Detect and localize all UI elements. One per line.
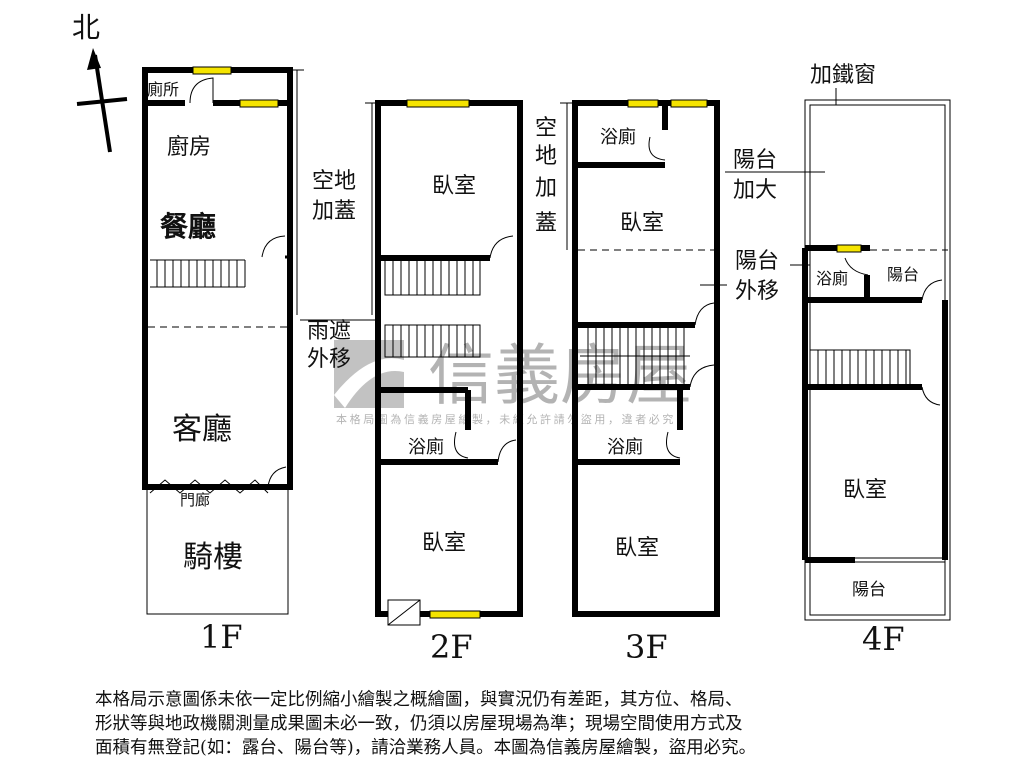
- watermark-notice: 本格局圖為信義房屋繪製，未經允許請勿盜用，違者必究: [336, 412, 676, 426]
- note-3f-annex-0: 空: [535, 116, 557, 141]
- note-2f-canopy-2: 外移: [307, 347, 351, 372]
- note-2f-annex-2: 加蓋: [312, 199, 356, 224]
- watermark-brand: 信義房屋: [428, 337, 692, 414]
- room-1f-living: 客廳: [172, 412, 232, 447]
- box-symbol-icon: [387, 599, 421, 626]
- note-4f-iron-window: 加鐵窗: [810, 63, 876, 88]
- floor-label-3f: 3F: [625, 628, 668, 666]
- disclaimer-line: 本格局示意圖係未依一定比例縮小繪製之概繪圖，與實況仍有差距，其方位、格局、: [95, 690, 743, 710]
- stairs-4f: [810, 349, 911, 385]
- windows-4f: [836, 244, 862, 253]
- note-4f-balcony-ext-2: 加大: [733, 178, 777, 203]
- note-2f-annex-1: 空地: [312, 169, 356, 194]
- note-3f-annex-2: 加: [535, 176, 557, 201]
- room-2f-bedroom-top: 臥室: [432, 174, 476, 199]
- room-1f-dining: 餐廳: [160, 210, 216, 243]
- windows-1f: [192, 66, 279, 108]
- floor-label-4f: 4F: [862, 620, 905, 658]
- note-2f-canopy-1: 雨遮: [307, 319, 351, 344]
- windows-3f: [627, 99, 708, 108]
- room-2f-bedroom-bottom: 臥室: [422, 531, 466, 556]
- stairs-3f: [580, 325, 690, 387]
- room-3f-bath: 浴廁: [607, 436, 643, 458]
- watermark-logo-icon: [334, 340, 404, 408]
- north-label: 北: [72, 11, 100, 44]
- room-4f-bath: 浴廁: [816, 269, 848, 288]
- floor-label-2f: 2F: [430, 628, 473, 666]
- room-1f-kitchen: 廚房: [167, 135, 211, 160]
- note-3f-balcony-1: 陽台: [735, 249, 779, 274]
- floor-label-1f: 1F: [200, 618, 243, 656]
- room-4f-balcony-small: 陽台: [887, 265, 919, 284]
- stairs-1f: [156, 260, 238, 287]
- room-3f-bedroom-top: 臥室: [620, 211, 664, 236]
- room-4f-bedroom: 臥室: [843, 478, 887, 503]
- north-arrow-icon: [76, 48, 128, 153]
- room-1f-porch: 門廊: [180, 491, 210, 509]
- disclaimer: 本格局示意圖係未依一定比例縮小繪製之概繪圖，與實況仍有差距，其方位、格局、 形狀…: [95, 688, 955, 760]
- note-3f-annex-3: 蓋: [535, 211, 557, 236]
- disclaimer-line: 面積有無登記(如：露台、陽台等)，請洽業務人員。本圖為信義房屋繪製，盜用必究。: [95, 738, 757, 758]
- room-3f-bath-top: 浴廁: [600, 126, 636, 148]
- stairs-2f: [384, 257, 481, 358]
- note-3f-balcony-2: 外移: [735, 279, 779, 304]
- room-2f-bath: 浴廁: [408, 436, 444, 458]
- disclaimer-line: 形狀等與地政機關測量成果圖未必一致，仍須以房屋現場為準；現場空間使用方式及: [95, 714, 743, 734]
- floor-4f: [725, 88, 951, 621]
- windows-2f: [406, 99, 481, 619]
- room-3f-bedroom-bottom: 臥室: [615, 536, 659, 561]
- watermark: 信義房屋 本格局圖為信義房屋繪製，未經允許請勿盜用，違者必究: [334, 337, 692, 426]
- note-3f-annex-1: 地: [535, 144, 557, 169]
- room-1f-toilet: 廁所: [147, 80, 179, 99]
- room-1f-arcade: 騎樓: [183, 540, 243, 575]
- room-4f-balcony-bottom: 陽台: [852, 580, 886, 600]
- note-4f-balcony-ext-1: 陽台: [733, 148, 777, 173]
